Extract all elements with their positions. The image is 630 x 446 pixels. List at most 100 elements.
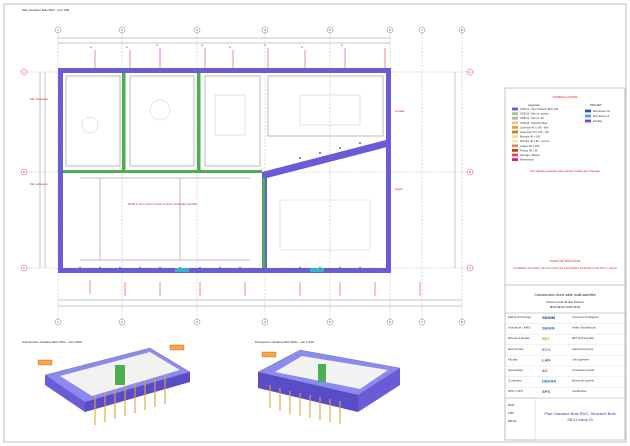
svg-text:B: B — [469, 170, 471, 174]
legend-swatch — [512, 107, 518, 111]
legend-swatch — [585, 119, 591, 123]
svg-text:●: ● — [264, 43, 266, 47]
svg-text:6: 6 — [389, 28, 391, 32]
legend-item-label: Linteau 90 x 220 — [520, 144, 540, 148]
legend-swatch — [512, 121, 518, 125]
legend-item-label: OSB 12 - Mur Ossature Bois 145 — [520, 107, 558, 111]
legend-item-label: Montant 45 x 95 - mur int. — [520, 139, 550, 143]
sheet-scale: 1/50 — [508, 411, 514, 415]
title-block-rows: Maître d'Ouvrage SEMIM Commune de MagneuxA… — [505, 312, 625, 394]
sheet-phase: DCE — [508, 403, 514, 407]
legend-item-label: Menuiserie int. — [593, 114, 610, 118]
legend-item-label: Escalier — [593, 119, 602, 123]
svg-text:Linteau: Linteau — [395, 109, 405, 113]
svg-text:●: ● — [229, 45, 231, 49]
interior-walls — [63, 73, 265, 268]
legend-swatch — [512, 135, 518, 138]
sheet-meta: DCE 1/50 SB-01 — [508, 403, 517, 423]
studs — [79, 142, 361, 269]
title-block-company: Commune de Magneux — [572, 315, 600, 319]
axo-right-studs — [269, 385, 341, 424]
row-bubbles — [20, 68, 474, 272]
svg-text:4: 4 — [264, 28, 266, 32]
legend-swatch — [512, 153, 518, 157]
legend: NOMENCLATURE Légende PROJET OSB 12 - Mur… — [512, 95, 611, 173]
svg-text:●: ● — [301, 45, 303, 49]
title-block-company: Coordination — [572, 389, 587, 393]
svg-text:Angle: Angle — [395, 187, 403, 191]
warning-box: POINT DE VIGILANCE La réalisation des tr… — [513, 259, 617, 270]
title-block-role: Bureau d'études — [508, 336, 530, 340]
svg-text:7: 7 — [421, 28, 423, 32]
legend-item-label: Lisse bas 45 x 145 - tête — [520, 125, 549, 129]
legend-swatch — [512, 139, 518, 143]
view-right-title: Perspective Ossature Bois RDC - éch 1/10… — [255, 340, 314, 344]
plan-title: Plan Ossature Bois RDC - éch 1/50 — [22, 8, 70, 12]
legend-right-items: Menuiserie ext.Menuiserie int.Escalier — [585, 109, 611, 123]
partitions — [65, 75, 384, 261]
svg-text:B: B — [23, 170, 25, 174]
svg-text:2: 2 — [121, 320, 123, 324]
svg-text:2: 2 — [121, 28, 123, 32]
title-block-company: Acoustique Conseil — [572, 368, 595, 372]
legend-subtitle: Légende — [528, 103, 540, 107]
company-logo: SEMIM — [542, 315, 556, 320]
svg-text:1: 1 — [57, 28, 59, 32]
company-logo: LAN — [542, 357, 550, 362]
svg-text:3: 3 — [196, 28, 198, 32]
company-logo: SPS — [542, 389, 550, 394]
company-logo: SEMIN — [542, 326, 555, 331]
legend-swatch — [512, 158, 518, 161]
legend-swatch — [585, 114, 591, 118]
axonometric-right: Perspective Ossature Bois RDC - éch 1/10… — [255, 340, 401, 424]
row-bubble-labels: A B C A B C — [23, 70, 472, 270]
legend-swatch — [512, 130, 518, 134]
company-logo: ECO — [542, 347, 551, 352]
legend-item-label: OSB 12 - Mur int. 95 — [520, 116, 544, 120]
title-block-role: Contrôleur — [508, 379, 522, 383]
title-block-role: Economiste — [508, 347, 524, 351]
sheet-subtitle: SB-01 Indice 03 — [567, 418, 593, 422]
legend-swatch — [512, 149, 518, 152]
right-panel: NOMENCLATURE Légende PROJET OSB 12 - Mur… — [504, 87, 626, 441]
svg-text:MOB 1.10 en accord avec la fic: MOB 1.10 en accord avec la fiche techniq… — [128, 202, 197, 206]
legend-title: NOMENCLATURE — [553, 95, 578, 99]
legend-item-label: OSB 18 - Plancher Bois — [520, 121, 548, 125]
title-block-role: Fluides — [508, 357, 518, 361]
reservation-marks — [89, 48, 421, 296]
legend-item-label: Lisse haut 45 x 145 - tête — [520, 130, 550, 134]
svg-text:3: 3 — [196, 320, 198, 324]
legend-swatch — [585, 109, 591, 113]
svg-text:A: A — [23, 70, 25, 74]
svg-text:5: 5 — [329, 28, 331, 32]
legend-swatch — [512, 112, 518, 115]
svg-text:Mur extérieur: Mur extérieur — [30, 182, 48, 186]
openings — [175, 268, 324, 272]
title-block-company: BET Structure Bois — [572, 336, 595, 340]
warning-title: POINT DE VIGILANCE — [550, 259, 581, 263]
legend-swatch — [512, 144, 518, 148]
axonometric-left: Axonométrie Ossature Bois RDC - éch 1/10… — [22, 340, 191, 425]
legend-item-label: Menuiserie ext. — [593, 109, 611, 113]
title-block-role: Maître d'Ouvrage — [508, 315, 531, 319]
svg-text:8: 8 — [461, 320, 463, 324]
floor-plan: Plan Ossature Bois RDC - éch 1/50 1 2 3 — [20, 8, 475, 326]
sheet-number: SB-01 — [508, 419, 517, 423]
svg-text:4: 4 — [264, 320, 266, 324]
company-logo: BET — [542, 336, 551, 341]
grid-bubble-labels: 1 2 3 4 5 6 7 8 1 2 3 4 5 6 7 8 — [57, 28, 463, 324]
legend-note: Voir détails ossature bois suivant cahie… — [530, 169, 600, 173]
title-block: Construction d'une salle multi-activités… — [504, 293, 625, 441]
svg-text:●: ● — [126, 45, 128, 49]
svg-text:C: C — [469, 266, 472, 270]
svg-text:5: 5 — [329, 320, 331, 324]
svg-text:●: ● — [156, 43, 158, 47]
svg-text:7: 7 — [421, 320, 423, 324]
grid-bubbles — [54, 26, 466, 326]
legend-item-label: Montant 45 x 145 — [520, 135, 541, 139]
company-logo: AC — [542, 368, 548, 373]
svg-text:●: ● — [90, 45, 92, 49]
title-block-company: Atelier d'Architecture — [572, 326, 596, 330]
dimension-lines — [39, 37, 462, 307]
